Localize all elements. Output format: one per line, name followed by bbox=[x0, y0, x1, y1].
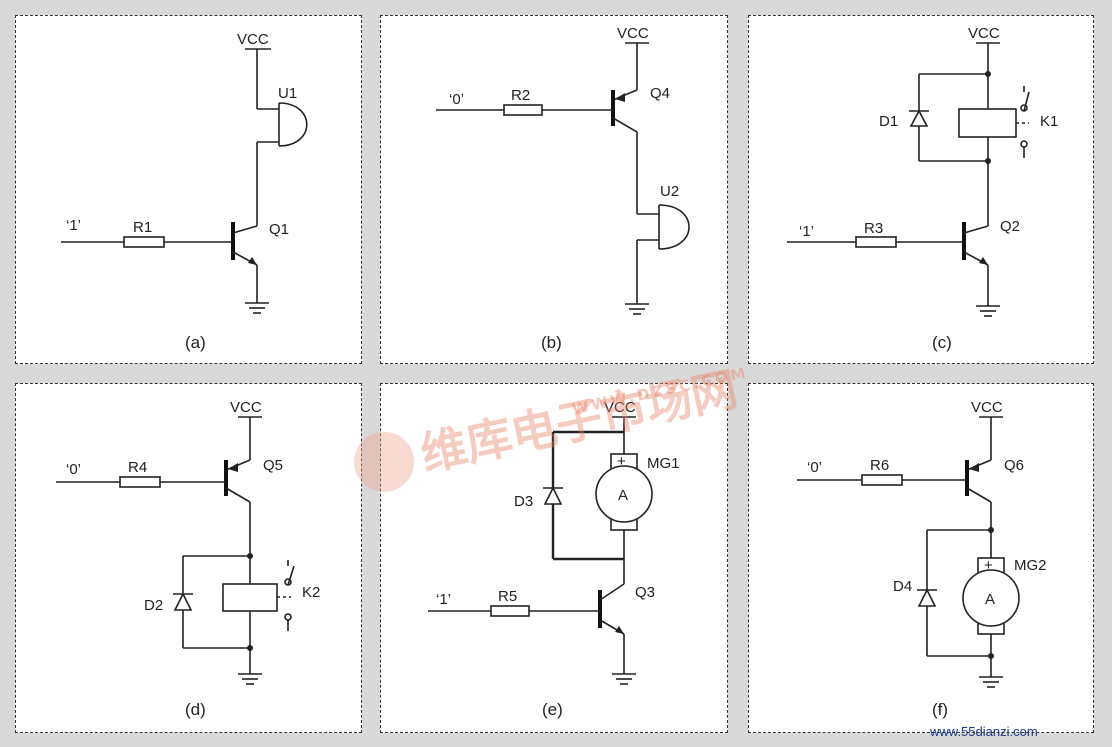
plus-sign: + bbox=[617, 453, 626, 470]
caption-d: (d) bbox=[185, 700, 206, 719]
caption-e: (e) bbox=[542, 700, 563, 719]
minus-sign: - bbox=[619, 513, 624, 530]
relay-label: K1 bbox=[1040, 113, 1058, 130]
diode-d4 bbox=[917, 588, 937, 607]
input-label: ‘1’ bbox=[436, 591, 451, 608]
input-label: ‘0’ bbox=[66, 461, 81, 478]
caption-a: (a) bbox=[185, 333, 206, 352]
input-label: ‘0’ bbox=[807, 459, 822, 476]
resistor-r4 bbox=[119, 476, 161, 488]
buzzer-label: U2 bbox=[660, 183, 679, 200]
ground-symbol bbox=[979, 676, 1003, 688]
resistor-label: R6 bbox=[870, 457, 889, 474]
transistor-label: Q5 bbox=[263, 457, 283, 474]
panel-a: VCC U1 ‘1’ R1 Q1 (a) bbox=[15, 15, 362, 364]
resistor-label: R4 bbox=[128, 459, 147, 476]
relay-label: K2 bbox=[302, 584, 320, 601]
panel-b: VCC Q4 ‘0’ R2 U2 (b) bbox=[380, 15, 728, 364]
ground-symbol bbox=[976, 305, 1000, 317]
circuit-f: VCC Q6 ‘0’ R6 D4 + - A MG2 bbox=[797, 399, 1047, 719]
resistor-r2 bbox=[503, 104, 543, 116]
ground-symbol bbox=[238, 673, 262, 685]
ground-symbol bbox=[612, 673, 636, 685]
meter-label: A bbox=[985, 591, 995, 608]
motor-label: MG1 bbox=[647, 455, 680, 472]
resistor-r3 bbox=[855, 236, 897, 248]
vcc-label: VCC bbox=[617, 25, 649, 42]
footer-site: www.55dianzi.com bbox=[930, 724, 1038, 739]
panel-f: VCC Q6 ‘0’ R6 D4 + - A MG2 bbox=[748, 383, 1094, 733]
ground-symbol bbox=[625, 303, 649, 315]
relay-coil-k1 bbox=[958, 108, 1017, 138]
transistor-label: Q1 bbox=[269, 221, 289, 238]
resistor-r1 bbox=[123, 236, 165, 248]
panel-d: VCC Q5 ‘0’ R4 D2 K2 bbox=[15, 383, 362, 733]
circuit-d: VCC Q5 ‘0’ R4 D2 K2 bbox=[56, 399, 320, 719]
caption-c: (c) bbox=[932, 333, 952, 352]
vcc-label: VCC bbox=[237, 31, 269, 48]
resistor-label: R5 bbox=[498, 588, 517, 605]
panel-c: VCC D1 K1 ‘1’ R3 Q2 bbox=[748, 15, 1094, 364]
diode-d1 bbox=[909, 109, 929, 127]
diode-d2 bbox=[173, 592, 193, 611]
transistor-label: Q3 bbox=[635, 584, 655, 601]
caption-f: (f) bbox=[932, 700, 948, 719]
circuit-e: VCC D3 + - A MG1 ‘1’ R5 Q3 bbox=[428, 399, 680, 719]
input-label: ‘0’ bbox=[449, 91, 464, 108]
vcc-label: VCC bbox=[230, 399, 262, 416]
diode-label: D1 bbox=[879, 113, 898, 130]
transistor-label: Q6 bbox=[1004, 457, 1024, 474]
circuit-c: VCC D1 K1 ‘1’ R3 Q2 bbox=[787, 25, 1058, 352]
minus-sign: - bbox=[986, 617, 991, 634]
transistor-label: Q4 bbox=[650, 85, 670, 102]
caption-b: (b) bbox=[541, 333, 562, 352]
resistor-r5 bbox=[490, 605, 530, 617]
diode-label: D2 bbox=[144, 597, 163, 614]
buzzer-u1 bbox=[278, 102, 308, 147]
ground-symbol bbox=[245, 302, 269, 314]
vcc-label: VCC bbox=[968, 25, 1000, 42]
diode-label: D4 bbox=[893, 578, 912, 595]
relay-coil-k2 bbox=[222, 583, 278, 612]
resistor-label: R2 bbox=[511, 87, 530, 104]
input-label: ‘1’ bbox=[66, 217, 81, 234]
panel-e: VCC D3 + - A MG1 ‘1’ R5 Q3 bbox=[380, 383, 728, 733]
plus-sign: + bbox=[984, 557, 993, 574]
buzzer-label: U1 bbox=[278, 85, 297, 102]
circuit-b: VCC Q4 ‘0’ R2 U2 (b) bbox=[436, 25, 690, 352]
input-label: ‘1’ bbox=[799, 223, 814, 240]
diode-label: D3 bbox=[514, 493, 533, 510]
motor-mg2 bbox=[962, 557, 1020, 635]
resistor-r6 bbox=[861, 474, 903, 486]
resistor-label: R1 bbox=[133, 219, 152, 236]
diode-d3 bbox=[543, 486, 563, 505]
buzzer-u2 bbox=[658, 204, 690, 250]
circuit-a: VCC U1 ‘1’ R1 Q1 (a) bbox=[61, 31, 308, 352]
motor-label: MG2 bbox=[1014, 557, 1047, 574]
meter-label: A bbox=[618, 487, 628, 504]
vcc-label: VCC bbox=[971, 399, 1003, 416]
vcc-label: VCC bbox=[604, 399, 636, 416]
resistor-label: R3 bbox=[864, 220, 883, 237]
transistor-label: Q2 bbox=[1000, 218, 1020, 235]
